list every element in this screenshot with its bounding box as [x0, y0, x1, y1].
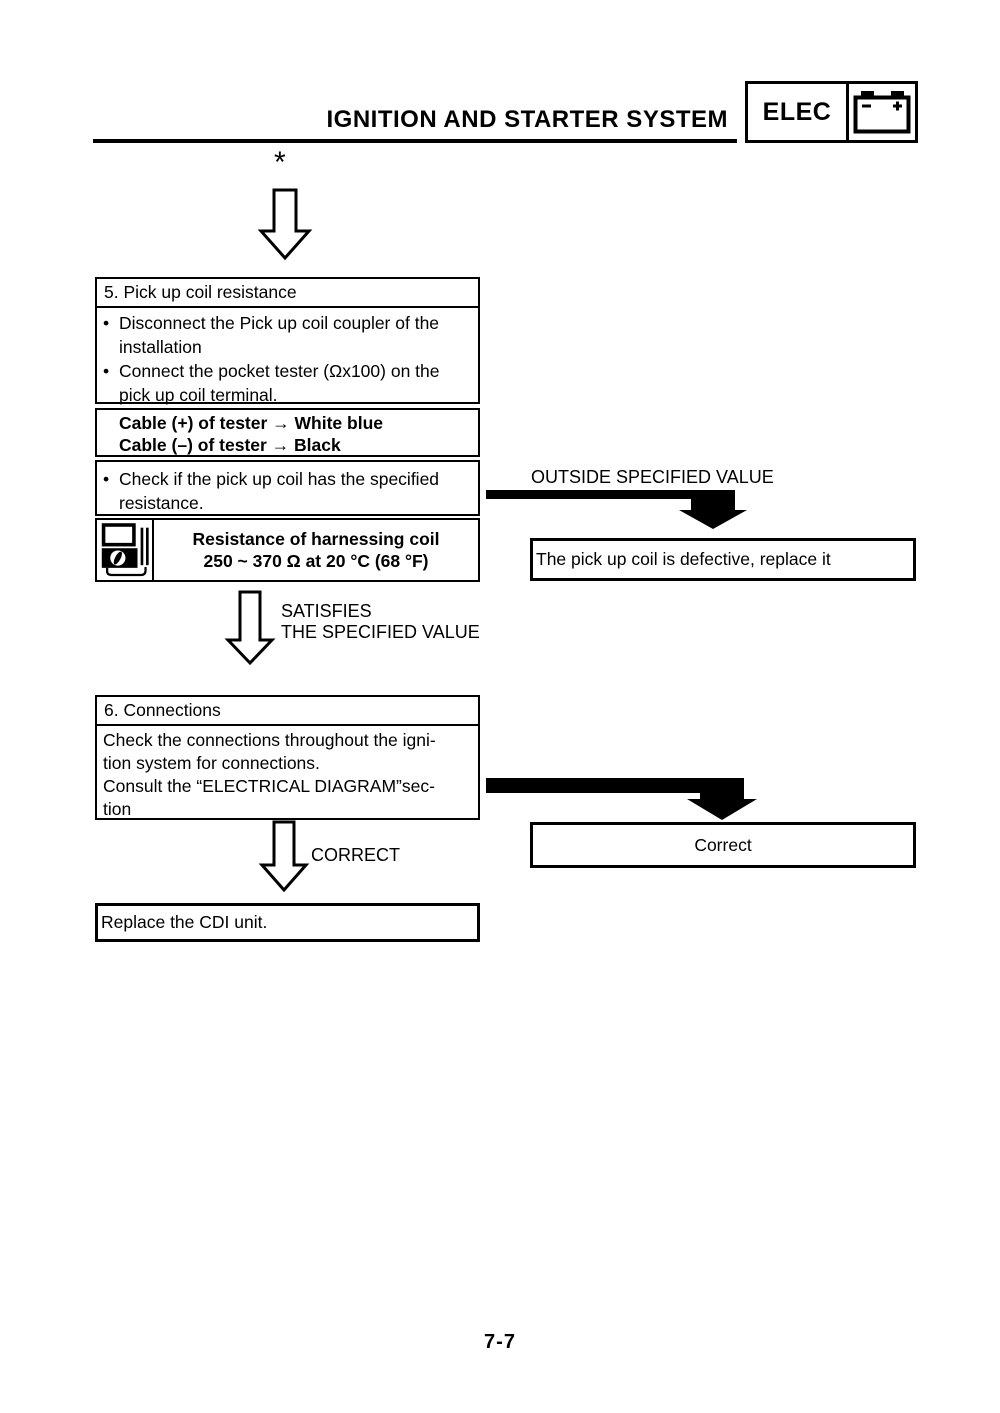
step5-bullet2-line1: Connect the pocket tester (Ωx100) on the: [119, 361, 440, 381]
footnote-asterisk: *: [274, 146, 286, 179]
spec-line1: Resistance of harnessing coil: [192, 529, 440, 549]
step5-title-box: 5. Pick up coil resistance: [95, 277, 480, 308]
satisfies-label: SATISFIES THE SPECIFIED VALUE: [281, 601, 480, 643]
bullet-marker: •: [103, 313, 110, 333]
replace-cdi-text: Replace the CDI unit.: [101, 912, 268, 932]
replace-cdi-box: Replace the CDI unit.: [95, 903, 480, 942]
arrow-down-start: [257, 188, 313, 261]
battery-icon: [853, 91, 911, 134]
branch-arrow-correct: [486, 778, 757, 820]
tester-cable-box: Cable (+) of tester → White blue Cable (…: [95, 408, 480, 457]
correct-result-text: Correct: [694, 834, 752, 855]
step6-body-box: Check the connections throughout the ign…: [95, 724, 480, 820]
pocket-tester-icon-cell: [97, 520, 154, 580]
defective-result-text: The pick up coil is defective, replace i…: [536, 549, 831, 569]
step6-body-line1: Check the connections throughout the ign…: [103, 730, 436, 750]
step5-bullet1-line2: installation: [119, 337, 202, 357]
bullet-marker: •: [103, 361, 110, 381]
step5-bullet2-line2: pick up coil terminal.: [119, 385, 278, 405]
check-line1: Check if the pick up coil has the specif…: [119, 469, 440, 489]
outside-specified-value-label: OUTSIDE SPECIFIED VALUE: [531, 467, 774, 487]
step5-title: 5. Pick up coil resistance: [104, 282, 297, 302]
step6-body-line2: tion system for connections.: [103, 753, 320, 773]
step5-bullet-2: • Connect the pocket tester (Ωx100) on t…: [103, 359, 474, 407]
elec-label: ELEC: [748, 84, 849, 140]
cable-plus-line: Cable (+) of tester → White blue: [119, 413, 383, 433]
step6-body-line4: tion: [103, 799, 132, 819]
arrow-down-satisfies: [224, 590, 276, 666]
step5-bullet1-line1: Disconnect the Pick up coil coupler of t…: [119, 313, 440, 333]
pocket-tester-icon: [101, 523, 149, 577]
bullet-marker: •: [103, 469, 110, 489]
step5-check-bullet: • Check if the pick up coil has the spec…: [103, 467, 474, 515]
branch-arrow-outside: [486, 490, 747, 529]
correct-result-box: Correct: [530, 822, 916, 868]
page-number: 7-7: [484, 1331, 516, 1353]
step5-check-box: • Check if the pick up coil has the spec…: [95, 460, 480, 516]
defective-result-box: The pick up coil is defective, replace i…: [530, 538, 916, 581]
step6-title-box: 6. Connections: [95, 695, 480, 726]
step6-body-line3: Consult the “ELECTRICAL DIAGRAM”sec-: [103, 776, 435, 796]
step5-actions-box: • Disconnect the Pick up coil coupler of…: [95, 306, 480, 407]
correct-label: CORRECT: [311, 845, 400, 865]
check-line2: resistance.: [119, 493, 204, 513]
page-title: IGNITION AND STARTER SYSTEM: [326, 106, 728, 133]
step6-title: 6. Connections: [104, 700, 221, 720]
battery-icon-cell: [849, 84, 915, 140]
title-underline: [93, 139, 737, 143]
arrow-down-correct: [258, 820, 310, 893]
header-badge: ELEC: [745, 81, 918, 143]
satisfies-line2: THE SPECIFIED VALUE: [281, 622, 480, 642]
spec-line2: 250 ~ 370 Ω at 20 °C (68 °F): [203, 551, 429, 571]
cable-minus-line: Cable (–) of tester → Black: [119, 435, 341, 455]
satisfies-line1: SATISFIES: [281, 601, 372, 621]
resistance-spec-box: Resistance of harnessing coil 250 ~ 370 …: [95, 518, 480, 582]
step5-bullet-1: • Disconnect the Pick up coil coupler of…: [103, 311, 474, 359]
